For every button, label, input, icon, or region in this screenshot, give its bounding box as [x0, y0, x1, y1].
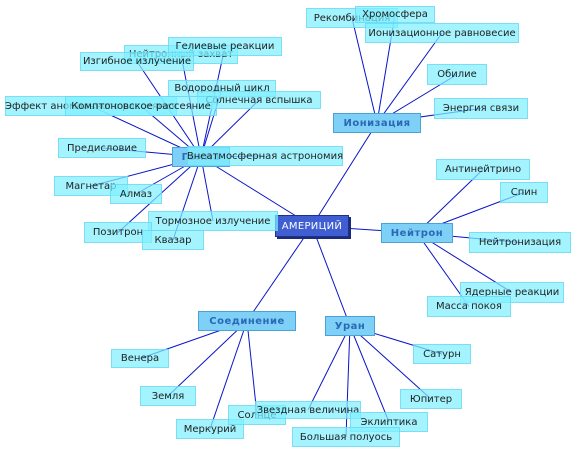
branch-node-ionization[interactable]: Ионизация — [333, 113, 421, 133]
leaf-preface[interactable]: Предисловие — [58, 138, 146, 158]
leaf-antineutrino[interactable]: Антинейтрино — [436, 159, 530, 180]
center-node-americium[interactable]: АМЕРИЦИЙ — [275, 215, 349, 237]
leaf-semi-major-axis[interactable]: Большая полуось — [292, 427, 400, 447]
branch-node-uranus[interactable]: Уран — [325, 316, 375, 336]
edge-ionization-i2 — [376, 32, 443, 124]
leaf-compton-scattering[interactable]: Комптоновское рассеяние — [65, 96, 217, 116]
edge-neutron-n0 — [416, 169, 484, 234]
leaf-rest-mass[interactable]: Масса покоя — [427, 296, 511, 317]
edge-compound-c1 — [167, 320, 248, 397]
leaf-earth[interactable]: Земля — [140, 386, 196, 406]
leaf-solar-flare[interactable]: Солнечная вспышка — [197, 91, 321, 109]
edge-uranus-u3 — [349, 325, 390, 423]
leaf-jupiter[interactable]: Юпитер — [400, 389, 462, 409]
leaf-chromosphere[interactable]: Хромосфера — [355, 6, 435, 23]
leaf-neutronization[interactable]: Нейтронизация — [469, 232, 571, 253]
branch-node-compound[interactable]: Соединение — [198, 311, 296, 331]
leaf-bending-radiation[interactable]: Изгибное излучение — [80, 52, 194, 71]
edge-center-compound — [246, 225, 313, 322]
leaf-positron[interactable]: Позитрон — [84, 222, 152, 243]
leaf-helium-reactions[interactable]: Гелиевые реакции — [168, 37, 282, 56]
leaf-venus[interactable]: Венера — [111, 349, 169, 368]
leaf-spin[interactable]: Спин — [500, 182, 548, 203]
leaf-binding-energy[interactable]: Энергия связи — [434, 98, 528, 119]
branch-node-neutron[interactable]: Нейтрон — [381, 223, 453, 243]
edge-compound-c2 — [209, 320, 248, 430]
edge-compound-c3 — [246, 320, 258, 416]
leaf-abundance[interactable]: Обилие — [427, 64, 487, 85]
leaf-mercury[interactable]: Меркурий — [176, 419, 244, 439]
edge-center-ionization — [311, 122, 378, 227]
edge-uranus-u1 — [349, 325, 432, 400]
leaf-quasar[interactable]: Квазар — [142, 230, 204, 250]
edge-gamma-g11 — [200, 156, 214, 222]
leaf-bremsstrahlung[interactable]: Тормозное излучение — [148, 211, 278, 231]
edge-uranus-u2 — [307, 325, 351, 411]
leaf-saturn[interactable]: Сатурн — [413, 344, 471, 364]
edge-center-uranus — [311, 225, 351, 327]
leaf-diamond[interactable]: Алмаз — [110, 184, 162, 204]
leaf-ionization-equilibrium[interactable]: Ионизационное равновесие — [365, 23, 519, 43]
edge-ionization-i0 — [351, 17, 378, 124]
edge-center-gamma — [200, 156, 313, 227]
leaf-stellar-magnitude[interactable]: Звездная величина — [255, 401, 361, 419]
leaf-extra-atmospheric-astronomy[interactable]: Внеатмосферная астрономия — [187, 146, 343, 166]
